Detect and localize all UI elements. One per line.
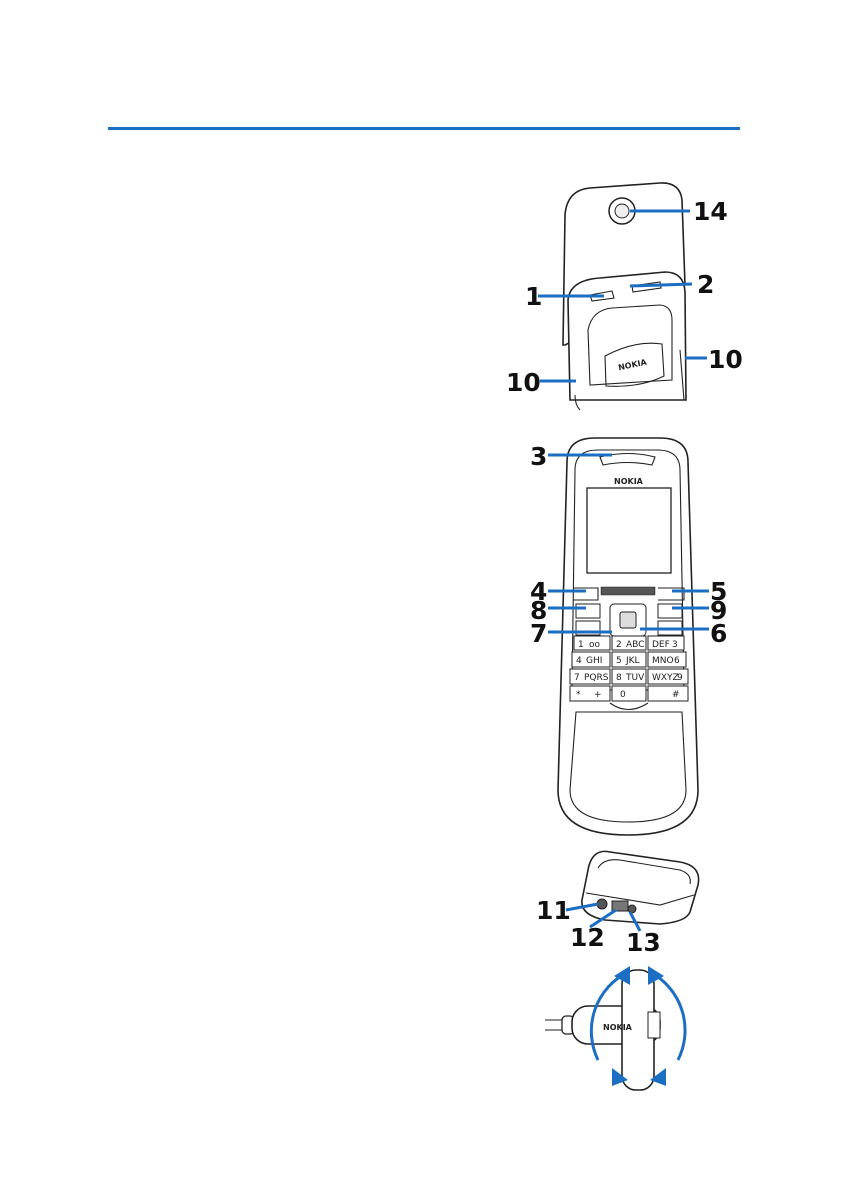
key-star-digit: * bbox=[576, 690, 581, 700]
key-0-digit: 0 bbox=[620, 690, 626, 700]
key-3: DEF 3 bbox=[648, 636, 684, 650]
key-hash-digit: # bbox=[672, 690, 680, 700]
callout-13: 13 bbox=[626, 928, 661, 957]
charger-connector bbox=[597, 899, 607, 909]
key-1: 1 oo bbox=[574, 636, 610, 650]
key-7: 7 PQRS bbox=[570, 669, 610, 684]
key-5-letters: JKL bbox=[625, 656, 640, 666]
key-3-digit: 3 bbox=[672, 640, 678, 650]
strap-eyelet bbox=[628, 905, 636, 913]
center-select-key bbox=[620, 612, 636, 628]
key-2-letters: ABC bbox=[626, 640, 644, 650]
key-8-letters: TUV bbox=[625, 673, 645, 683]
key-9-letters: WXYZ bbox=[652, 673, 679, 683]
callout-2: 2 bbox=[697, 270, 714, 299]
phone-bottom-view bbox=[582, 851, 699, 924]
key-8: 8 TUV bbox=[612, 669, 646, 684]
right-selection-key bbox=[658, 604, 682, 618]
key-6-digit: 6 bbox=[674, 656, 680, 666]
callout-10-right: 10 bbox=[708, 345, 743, 374]
callout-12: 12 bbox=[570, 923, 605, 952]
callout-3: 3 bbox=[530, 442, 547, 471]
key-8-digit: 8 bbox=[616, 673, 622, 683]
key-7-digit: 7 bbox=[574, 673, 580, 683]
key-hash: # bbox=[648, 686, 688, 701]
headset-logo: NOKIA bbox=[603, 1023, 633, 1032]
key-1-letters: oo bbox=[589, 640, 601, 650]
left-selection-key bbox=[576, 604, 600, 618]
headset-rotation-view: NOKIA bbox=[545, 966, 685, 1090]
callout-7: 7 bbox=[530, 619, 547, 648]
front-logo: NOKIA bbox=[614, 477, 644, 486]
speaker-grille bbox=[601, 587, 655, 595]
key-2-digit: 2 bbox=[616, 640, 622, 650]
key-1-digit: 1 bbox=[578, 640, 584, 650]
key-4-digit: 4 bbox=[576, 656, 582, 666]
key-5: 5 JKL bbox=[612, 652, 646, 667]
key-9-digit: 9 bbox=[677, 673, 683, 683]
callout-10-left: 10 bbox=[506, 368, 541, 397]
keypad: 1 oo 2 ABC DEF 3 4 GHI 5 JKL bbox=[570, 636, 688, 701]
key-0: 0 bbox=[612, 686, 646, 701]
phone-front-view: NOKIA 1 oo 2 ABC DEF 3 bbox=[558, 438, 698, 835]
key-2: 2 ABC bbox=[612, 636, 646, 650]
callout-11: 11 bbox=[536, 896, 571, 925]
key-3-letters: DEF bbox=[652, 640, 670, 650]
key-6-letters: MNO bbox=[652, 656, 674, 666]
display-screen bbox=[587, 488, 671, 573]
leader-2 bbox=[630, 284, 692, 286]
key-9: WXYZ 9 bbox=[648, 669, 688, 684]
key-5-digit: 5 bbox=[616, 656, 622, 666]
key-star-letters: + bbox=[594, 690, 602, 700]
key-4: 4 GHI bbox=[572, 652, 610, 667]
arrowhead-top-right-icon bbox=[648, 966, 664, 985]
key-4-letters: GHI bbox=[586, 656, 602, 666]
key-7-letters: PQRS bbox=[584, 673, 609, 683]
key-star: * + bbox=[570, 686, 610, 701]
callout-14: 14 bbox=[693, 197, 728, 226]
key-6: MNO 6 bbox=[648, 652, 686, 667]
callout-1: 1 bbox=[525, 282, 542, 311]
callout-6: 6 bbox=[710, 619, 727, 648]
